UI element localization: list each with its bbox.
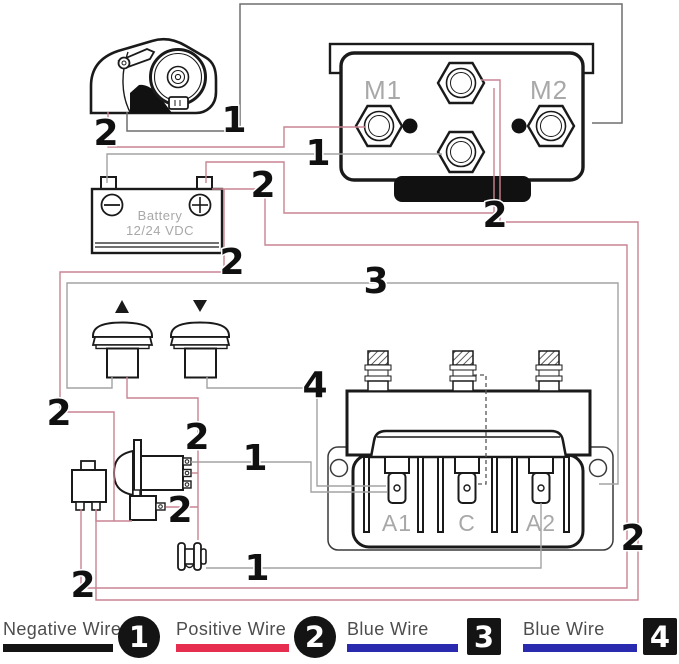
wire-marker: 4 bbox=[302, 365, 327, 406]
inline-connector bbox=[177, 542, 207, 571]
terminal-stud-m2 bbox=[526, 104, 576, 148]
wire-marker: 2 bbox=[219, 242, 244, 283]
mounting-hole-right bbox=[588, 458, 608, 478]
a1-label: A1 bbox=[382, 510, 412, 536]
positive-wire-swatch bbox=[176, 644, 289, 652]
terminal-a1 bbox=[384, 456, 410, 504]
wire-marker: 2 bbox=[482, 195, 507, 236]
wire-marker: 2 bbox=[93, 113, 118, 154]
wire-positive-button1-switch bbox=[126, 377, 199, 540]
wire-positive-m1-windlass bbox=[107, 112, 366, 148]
m1-label: M1 bbox=[364, 75, 402, 105]
legend-label: Blue Wire bbox=[347, 619, 429, 639]
legend-badge-1: 1 bbox=[118, 616, 160, 658]
legend-number: 1 bbox=[128, 620, 150, 654]
up-button bbox=[91, 300, 154, 379]
legend-item-blue-wire-3: Blue Wire bbox=[347, 619, 458, 652]
wire-negative-a2-connector bbox=[206, 503, 542, 569]
wire-marker: 1 bbox=[244, 548, 269, 589]
wire-blue-3-up-button bbox=[66, 282, 619, 485]
wire-positive-breaker-switch bbox=[95, 509, 132, 522]
wire-marker: 2 bbox=[167, 490, 192, 531]
wire-positive-battery-breaker bbox=[80, 188, 628, 589]
terminal-stud-top bbox=[436, 61, 486, 105]
wire-marker: 1 bbox=[305, 133, 330, 174]
wire-marker: 2 bbox=[184, 417, 209, 458]
index-dot-m1 bbox=[402, 118, 418, 134]
rocker-switch bbox=[112, 439, 192, 521]
wire-marker: 2 bbox=[250, 165, 275, 206]
c-label: C bbox=[458, 510, 476, 536]
motor-terminal-box: M1 M2 bbox=[328, 42, 595, 202]
legend: Negative Wire 1 Positive Wire 2 Blue Wir… bbox=[0, 612, 679, 664]
wire-marker: 2 bbox=[620, 518, 645, 559]
wire-positive-battery-stud bbox=[205, 88, 495, 214]
legend-label: Positive Wire bbox=[176, 619, 287, 639]
internal-link-dashed bbox=[473, 374, 487, 485]
stud-1 bbox=[364, 350, 392, 392]
wire-marker: 1 bbox=[221, 100, 246, 141]
down-button bbox=[169, 300, 231, 379]
legend-label: Negative Wire bbox=[3, 619, 122, 639]
negative-wire-swatch bbox=[3, 644, 113, 652]
windlass-motor bbox=[89, 37, 218, 115]
wire-marker: 2 bbox=[70, 565, 95, 606]
wire-negative-motor-m2 bbox=[126, 3, 623, 132]
down-arrow-icon bbox=[193, 300, 207, 312]
wire-marker: 1 bbox=[242, 438, 267, 479]
legend-badge-2: 2 bbox=[294, 616, 336, 658]
terminal-c bbox=[454, 456, 480, 504]
terminal-a2 bbox=[528, 456, 554, 504]
stud-2 bbox=[449, 350, 477, 392]
index-dot-m2 bbox=[511, 118, 527, 134]
wire-negative-battery bbox=[106, 153, 442, 183]
terminal-stud-bottom bbox=[436, 130, 486, 174]
legend-number: 2 bbox=[304, 620, 326, 654]
wire-positive-stud-loop bbox=[95, 79, 639, 601]
wire-positive-battery-left-drop bbox=[59, 189, 225, 521]
wires bbox=[59, 3, 639, 601]
m2-label: M2 bbox=[530, 75, 568, 105]
legend-item-negative-wire: Negative Wire bbox=[3, 619, 121, 652]
wire-marker: 3 bbox=[363, 261, 388, 302]
wire-marker: 2 bbox=[46, 393, 71, 434]
stud-3 bbox=[535, 350, 563, 392]
battery-name: Battery bbox=[138, 208, 183, 223]
solenoid: A1 C A2 bbox=[327, 350, 614, 551]
blue-wire-3-swatch bbox=[347, 644, 458, 652]
battery: Battery 12/24 VDC bbox=[90, 176, 224, 255]
legend-item-positive-wire: Positive Wire bbox=[176, 619, 289, 652]
wire-number-markers: 2 1 1 2 2 2 3 2 4 2 1 2 1 2 2 bbox=[45, 99, 647, 608]
mounting-hole-left bbox=[329, 458, 349, 478]
legend-number: 3 bbox=[473, 619, 495, 654]
legend-label: Blue Wire bbox=[523, 619, 605, 639]
circuit-breaker bbox=[71, 460, 107, 511]
blue-wire-4-swatch bbox=[523, 644, 637, 652]
wire-negative-switch-a1 bbox=[191, 461, 387, 493]
up-arrow-icon bbox=[115, 300, 129, 313]
legend-number: 4 bbox=[649, 619, 671, 654]
battery-voltage: 12/24 VDC bbox=[126, 223, 194, 238]
legend-badge-4: 4 bbox=[643, 618, 677, 655]
terminal-stud-m1 bbox=[354, 104, 404, 148]
legend-item-blue-wire-4: Blue Wire bbox=[523, 619, 637, 652]
wire-blue-4-down-button bbox=[206, 377, 386, 487]
switch-lens bbox=[112, 449, 134, 497]
legend-badge-3: 3 bbox=[467, 618, 501, 655]
